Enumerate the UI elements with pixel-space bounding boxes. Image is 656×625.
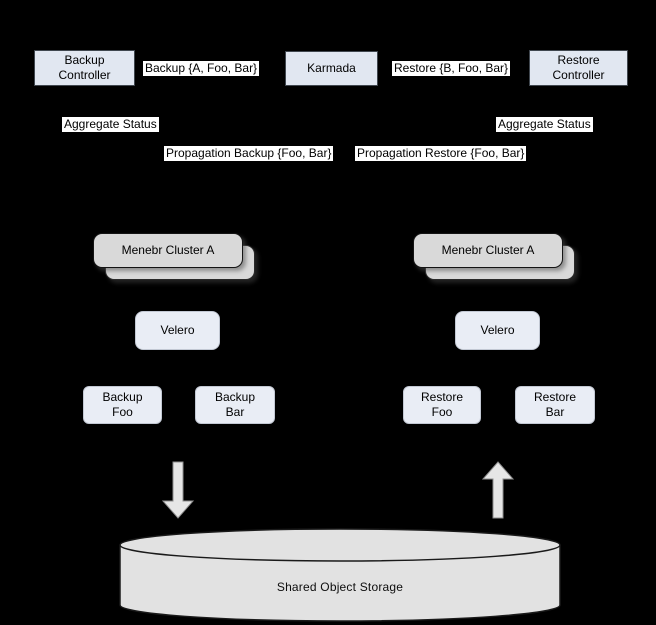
restore-flow-up-arrow-icon xyxy=(481,461,515,519)
restore-controller-node: Restore Controller xyxy=(529,50,628,86)
backup-bar-node: Backup Bar xyxy=(195,386,275,424)
shared-object-storage-cylinder xyxy=(119,528,561,622)
propagation-backup-label: Propagation Backup {Foo, Bar} xyxy=(164,146,334,161)
member-cluster-left-node: Menebr Cluster A xyxy=(93,233,243,268)
restore-crd-label: Restore {B, Foo, Bar} xyxy=(392,61,511,76)
restore-foo-node: Restore Foo xyxy=(403,386,481,424)
shared-object-storage-label: Shared Object Storage xyxy=(276,580,404,594)
aggregate-status-left-label: Aggregate Status xyxy=(62,117,159,132)
member-cluster-right-node: Menebr Cluster A xyxy=(413,233,563,268)
backup-controller-node: Backup Controller xyxy=(34,50,135,86)
velero-right-node: Velero xyxy=(455,311,540,350)
velero-left-node: Velero xyxy=(135,311,220,350)
aggregate-status-right-label: Aggregate Status xyxy=(496,117,593,132)
backup-flow-down-arrow-icon xyxy=(161,461,195,519)
karmada-node: Karmada xyxy=(285,51,378,86)
restore-bar-node: Restore Bar xyxy=(515,386,595,424)
propagation-restore-label: Propagation Restore {Foo, Bar} xyxy=(355,146,527,161)
backup-foo-node: Backup Foo xyxy=(83,386,162,424)
backup-crd-label: Backup {A, Foo, Bar} xyxy=(143,61,260,76)
